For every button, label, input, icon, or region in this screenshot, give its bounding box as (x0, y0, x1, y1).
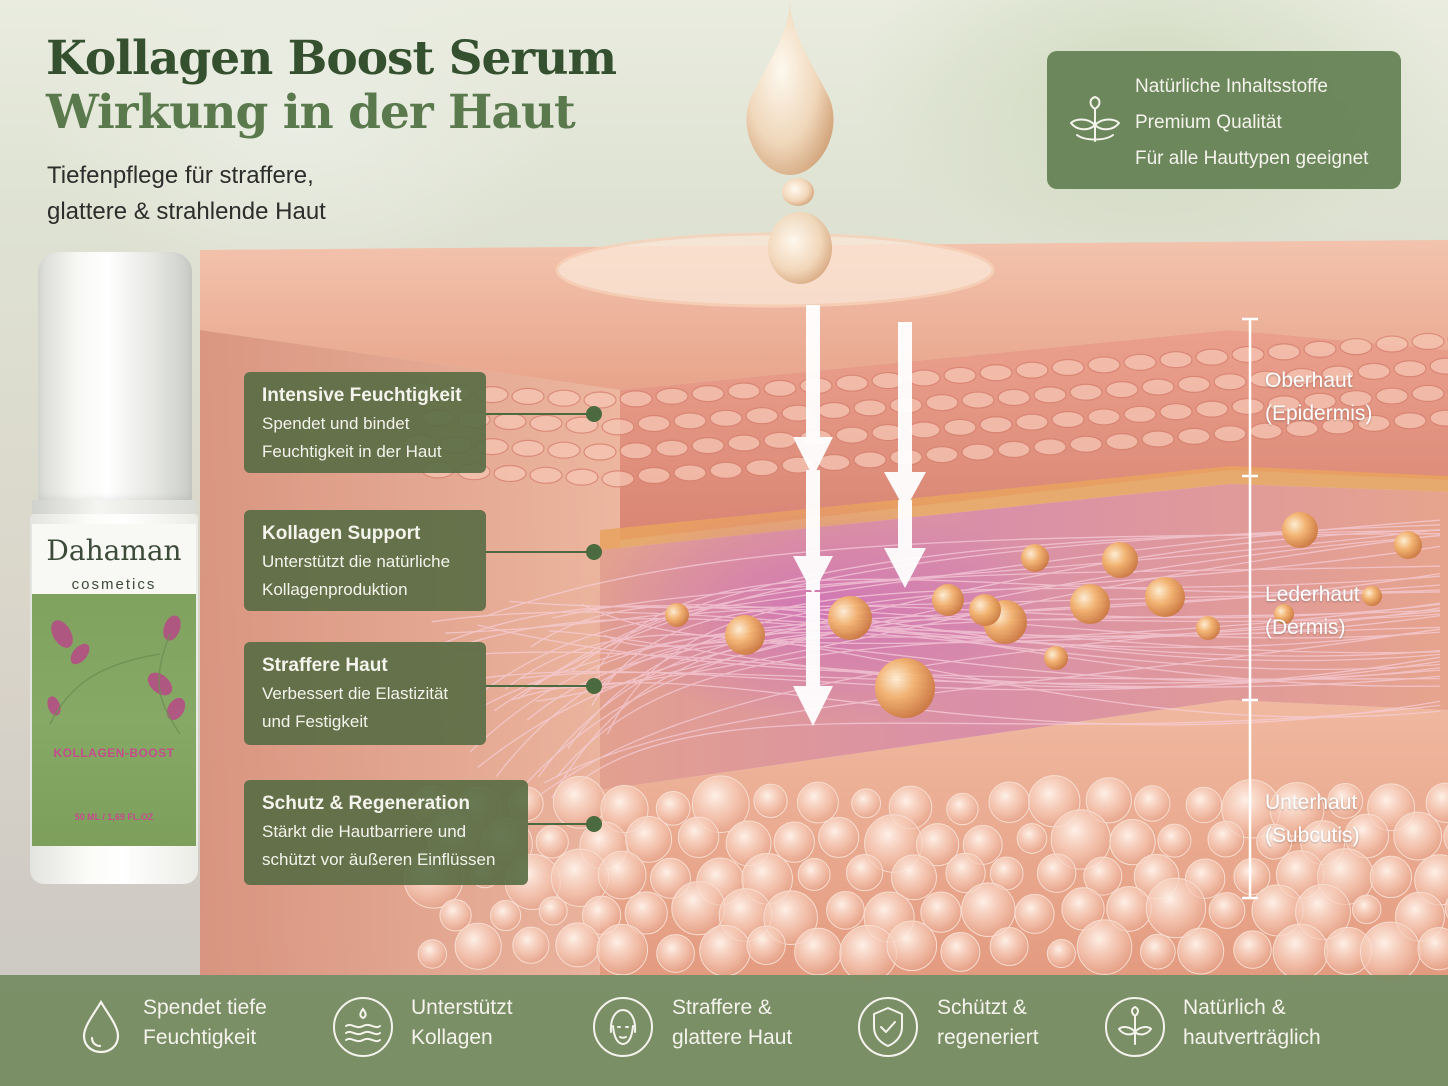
layer-name: Oberhaut (1265, 369, 1353, 392)
quality-item: Natürliche Inhaltsstoffe (1135, 76, 1328, 97)
leaf-icon (1105, 997, 1165, 1057)
bottle-brand-sub: cosmetics (71, 576, 157, 593)
layer-latin: (Epidermis) (1265, 402, 1373, 425)
callout-moisture: Intensive Feuchtigkeit Spendet und binde… (244, 372, 486, 473)
tagline: Tiefenpflege für straffere, glattere & s… (47, 158, 407, 230)
callout-desc: Stärkt die Hautbarriere und (262, 822, 467, 841)
bottle-label-top (32, 524, 196, 594)
water-drop-icon (82, 999, 120, 1054)
feature-text: Spendet tiefe Feuchtigkeit (143, 993, 267, 1053)
callout-protection: Schutz & Regeneration Stärkt die Hautbar… (244, 780, 528, 885)
callout-firmness: Straffere Haut Verbessert die Elastizitä… (244, 642, 486, 745)
feature-text: Natürlich & hautverträglich (1183, 993, 1321, 1053)
callout-title: Schutz & Regeneration (262, 793, 470, 814)
layer-name: Unterhaut (1265, 791, 1358, 814)
tagline-line-1: Tiefenpflege für straffere, (47, 162, 314, 189)
callout-collagen: Kollagen Support Unterstützt die natürli… (244, 510, 486, 611)
feature-line: Unterstützt (411, 996, 513, 1019)
callout-desc: schützt vor äußeren Einflüssen (262, 850, 496, 869)
callout-desc: Feuchtigkeit in der Haut (262, 442, 442, 461)
product-bottle: Dahaman cosmetics KOLLAGEN-BOOST 50 ML /… (30, 252, 198, 884)
quality-info-box: Natürliche Inhaltsstoffe Premium Qualitä… (1047, 51, 1401, 189)
bottle-volume: 50 ML / 1,69 FL.OZ (74, 812, 154, 822)
feature-text: Schützt & regeneriert (937, 993, 1039, 1053)
quality-item: Premium Qualität (1135, 112, 1282, 133)
feature-text: Unterstützt Kollagen (411, 993, 513, 1053)
callout-desc: Unterstützt die natürliche (262, 552, 451, 571)
layer-latin: (Subcutis) (1265, 824, 1360, 847)
bottle-cap (38, 252, 192, 502)
leaf-icon (1070, 96, 1120, 142)
quality-list: Natürliche Inhaltsstoffe Premium Qualitä… (1135, 69, 1368, 177)
callout-title: Straffere Haut (262, 655, 388, 676)
feature-line: Straffere & (672, 996, 772, 1019)
feature-line: Feuchtigkeit (143, 1026, 257, 1049)
botanical-leaves-decoration (47, 615, 186, 734)
tagline-line-2: glattere & strahlende Haut (47, 198, 326, 225)
callout-title: Kollagen Support (262, 523, 421, 544)
layer-name: Lederhaut (1265, 583, 1360, 606)
feature-line: Spendet tiefe (143, 996, 267, 1019)
feature-line: Natürlich & (1183, 996, 1286, 1019)
callout-desc: Spendet und bindet (262, 414, 410, 433)
feature-bar: Spendet tiefe Feuchtigkeit Unterstützt K… (0, 975, 1448, 1086)
shield-check-icon (858, 997, 918, 1057)
main-title: Kollagen Boost Serum (46, 31, 617, 86)
bottle-product-name: KOLLAGEN-BOOST (53, 746, 175, 760)
face-icon (593, 997, 653, 1057)
layer-label-dermis: Lederhaut (Dermis) (1265, 578, 1360, 644)
feature-line: regeneriert (937, 1026, 1039, 1049)
collagen-waves-icon (333, 997, 393, 1057)
callout-desc: und Festigkeit (262, 712, 368, 731)
layer-latin: (Dermis) (1265, 616, 1346, 639)
bottle-brand: Dahaman (46, 534, 182, 567)
feature-line: glattere Haut (672, 1026, 793, 1049)
callout-title: Intensive Feuchtigkeit (262, 385, 462, 406)
feature-line: Schützt & (937, 996, 1027, 1019)
quality-item: Für alle Hauttypen geeignet (1135, 148, 1369, 169)
callout-desc: Kollagenproduktion (262, 580, 408, 599)
layer-label-epidermis: Oberhaut (Epidermis) (1265, 364, 1372, 430)
feature-text: Straffere & glattere Haut (672, 993, 792, 1053)
bottle-collar (32, 500, 196, 516)
feature-line: Kollagen (411, 1026, 493, 1049)
callout-desc: Verbessert die Elastizität (262, 684, 449, 703)
layer-label-subcutis: Unterhaut (Subcutis) (1265, 786, 1360, 852)
main-subtitle-heading: Wirkung in der Haut (46, 85, 576, 140)
feature-line: hautverträglich (1183, 1026, 1321, 1049)
